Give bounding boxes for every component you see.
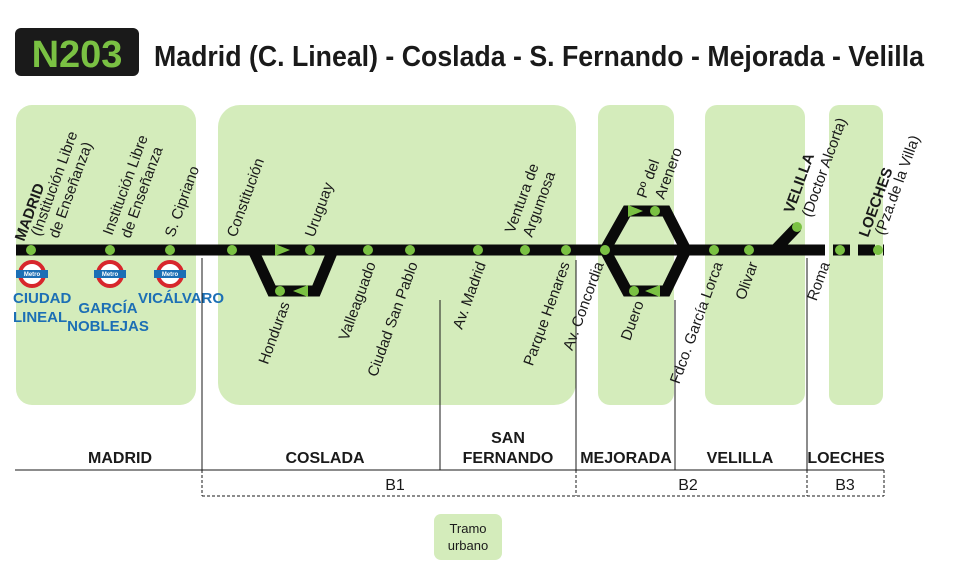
route-title: Madrid (C. Lineal) - Coslada - S. Fernan…	[154, 41, 925, 73]
municipality-mejorada: MEJORADA	[580, 450, 672, 467]
municipality-san-fernando: SAN	[491, 430, 525, 447]
svg-text:Metro: Metro	[102, 272, 119, 278]
stop-dot	[835, 245, 845, 255]
stop-dot	[227, 245, 237, 255]
svg-text:Metro: Metro	[162, 272, 179, 278]
metro-station-garcia-noblejas: GARCÍA	[78, 300, 137, 317]
arrow-right-icon	[275, 244, 290, 256]
fare-zones: B1 B2 B3	[201, 470, 885, 497]
line-code: N203	[32, 34, 123, 76]
stop-dot	[600, 245, 610, 255]
metro-station-ciudad-lineal: LINEAL	[13, 309, 67, 326]
metro-station-garcia-noblejas: NOBLEJAS	[67, 318, 149, 335]
fare-zone-b1: B1	[385, 477, 405, 494]
stop-dot	[629, 286, 639, 296]
municipality-madrid: MADRID	[88, 450, 152, 467]
municipality-labels: MADRID COSLADA SAN FERNANDO MEJORADA VEL…	[88, 430, 885, 467]
stop-dot	[520, 245, 530, 255]
stop-dot	[165, 245, 175, 255]
municipality-velilla: VELILLA	[707, 450, 774, 467]
stop-dot	[561, 245, 571, 255]
stop-dot	[473, 245, 483, 255]
metro-icon: Metro	[154, 260, 186, 288]
svg-text:Metro: Metro	[24, 272, 41, 278]
stop-dot	[873, 245, 883, 255]
arrow-left-icon	[293, 285, 308, 297]
arrow-right-icon	[628, 205, 643, 217]
urban-zone-loeches	[829, 105, 883, 405]
line-badge	[15, 28, 139, 76]
legend-label: Tramo	[449, 521, 486, 536]
direction-arrows	[275, 205, 660, 297]
fare-zone-b3: B3	[835, 477, 855, 494]
stop-dot	[363, 245, 373, 255]
metro-icon: Metro	[94, 260, 126, 288]
stop-dot	[792, 222, 802, 232]
metro-icon: Metro	[16, 260, 48, 288]
stop-dot	[650, 206, 660, 216]
municipality-coslada: COSLADA	[285, 450, 365, 467]
stop-dots	[26, 206, 883, 296]
stop-dot	[26, 245, 36, 255]
fare-zone-b2: B2	[678, 477, 698, 494]
arrow-left-icon	[645, 285, 660, 297]
stop-dot	[275, 286, 285, 296]
metro-station-vicalvaro: VICÁLVARO	[138, 290, 224, 307]
municipality-san-fernando: FERNANDO	[463, 450, 554, 467]
metro-station-ciudad-lineal: CIUDAD	[13, 290, 71, 307]
legend-label: urbano	[448, 538, 488, 553]
stop-dot	[405, 245, 415, 255]
legend-urban-section: Tramo urbano	[434, 514, 502, 560]
metro-connections: Metro Metro Metro CIUDAD LINEAL GARCÍA N…	[13, 260, 224, 335]
legend-swatch	[434, 514, 502, 560]
municipality-loeches: LOECHES	[807, 450, 885, 467]
stop-dot	[744, 245, 754, 255]
boundaries	[15, 258, 884, 471]
stop-dot	[305, 245, 315, 255]
stop-dot	[105, 245, 115, 255]
stop-dot	[709, 245, 719, 255]
header: N203 Madrid (C. Lineal) - Coslada - S. F…	[15, 28, 925, 76]
